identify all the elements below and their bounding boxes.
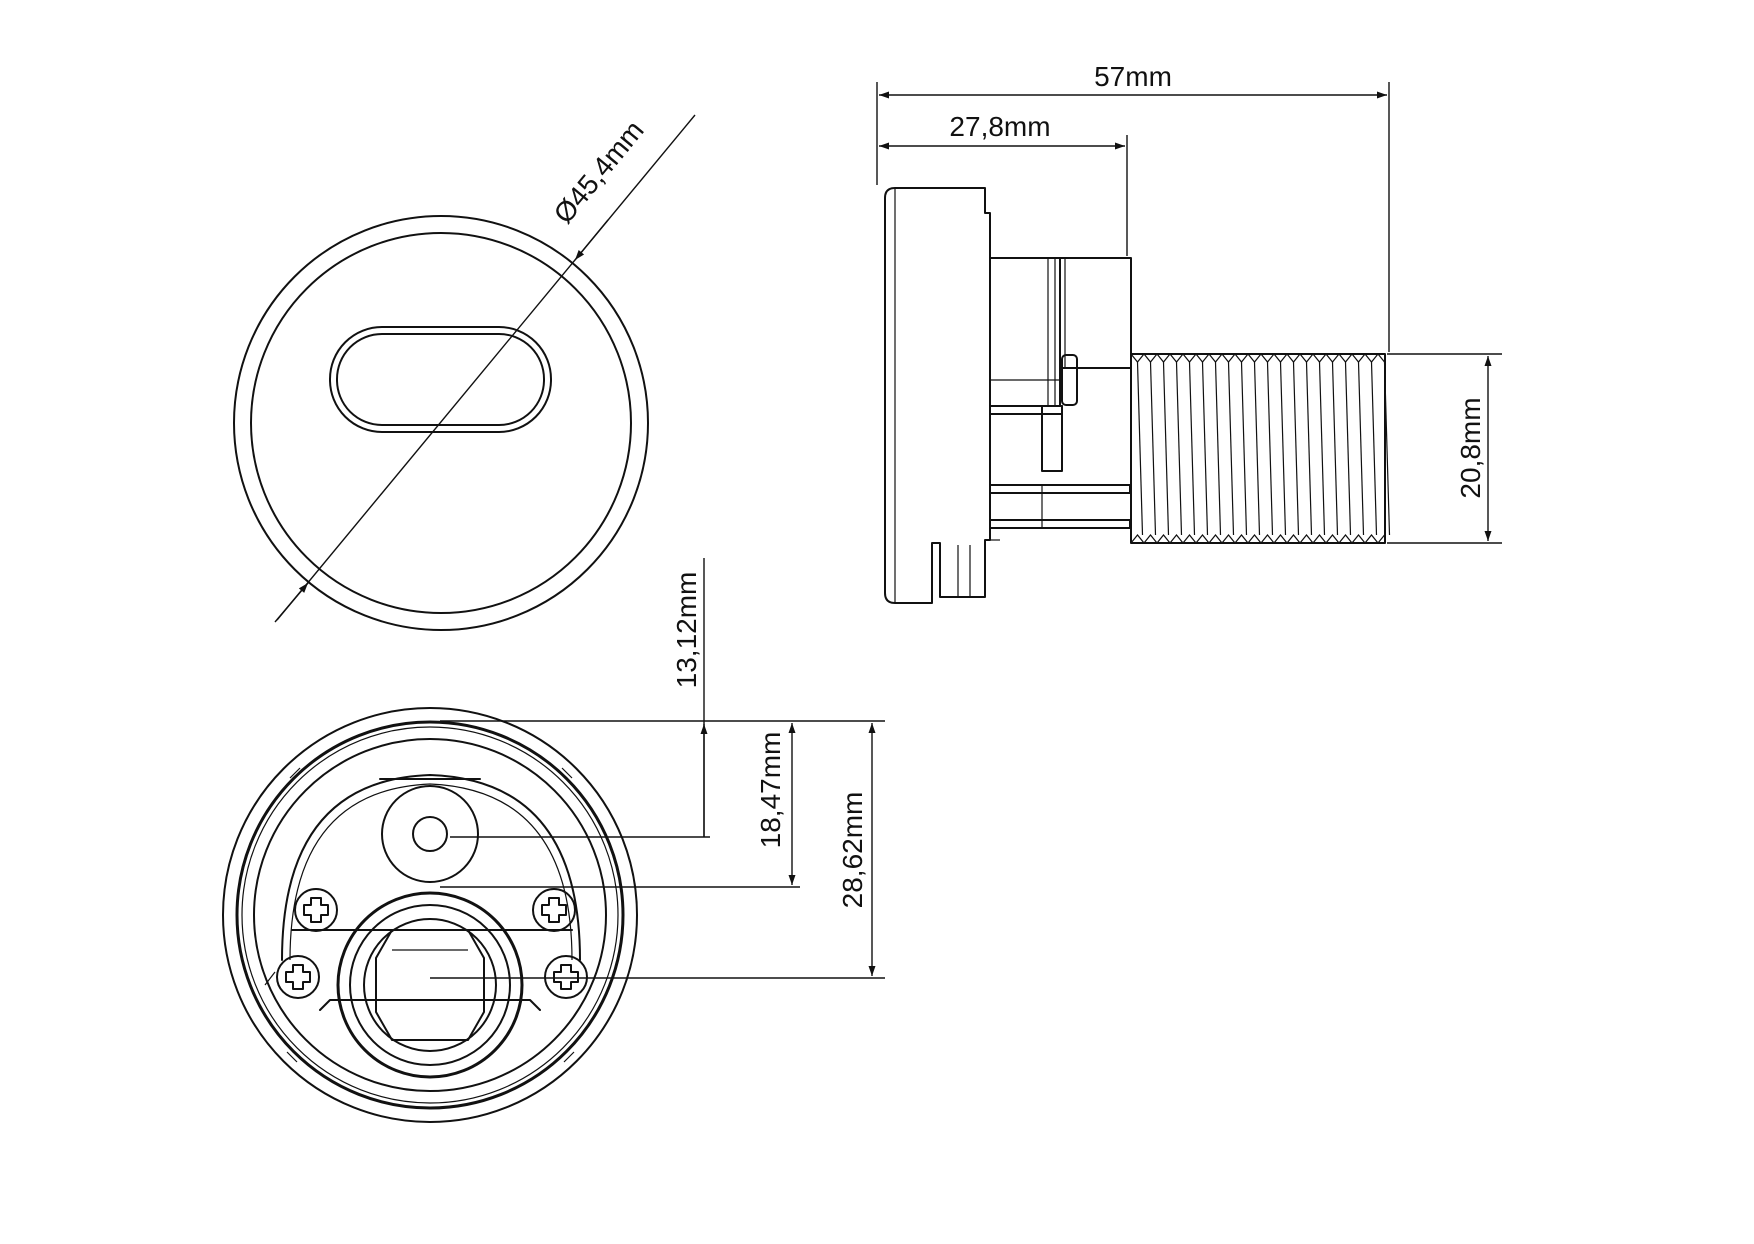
screw-top-left (294, 888, 338, 932)
core-ring (349, 904, 511, 1066)
inner-plate-arc (281, 774, 581, 961)
back-rim-1 (235, 720, 625, 1110)
cam-tab (1061, 354, 1078, 406)
screw-bottom-right (544, 955, 588, 999)
core-cam-profile (375, 929, 485, 1041)
back-inner-circle (253, 738, 607, 1092)
total-length-label: 57mm (1094, 61, 1172, 92)
thread-pattern (1130, 353, 1391, 544)
rosette-inner-circle (250, 232, 632, 614)
back-rim-2 (241, 726, 619, 1104)
pin-hole (412, 816, 448, 852)
rod-top (989, 405, 1063, 415)
cylinder-head (1059, 257, 1132, 369)
key-slot-outer (329, 326, 552, 433)
offset-bottom-label: 28,62mm (837, 792, 868, 909)
rim-notches (286, 767, 575, 1063)
screw-bottom-left (276, 955, 320, 999)
diameter-arrow-top (574, 219, 609, 261)
cylinder-housing (989, 257, 1061, 407)
rosette-depth-label: 27,8mm (949, 111, 1050, 142)
rod-middle (989, 484, 1131, 494)
accent-mark (264, 971, 276, 986)
threaded-sleeve (1130, 353, 1386, 544)
rosette-outer-circle (233, 215, 649, 631)
core-inner (363, 918, 497, 1052)
offset-mid-label: 18,47mm (755, 732, 786, 849)
back-view: 13,12mm 18,47mm 28,62mm (222, 558, 885, 1123)
inner-plate-arc-2 (289, 783, 573, 961)
back-outer-circle (222, 707, 638, 1123)
thread-diameter-label: 20,8mm (1455, 397, 1486, 498)
rod-connector (1041, 405, 1063, 472)
diameter-label: Ø45,4mm (548, 115, 650, 229)
key-slot-inner (336, 333, 545, 426)
core-outer (336, 891, 524, 1079)
side-view: 57mm 27,8mm 20,8mm (876, 61, 1502, 604)
pin-outer (381, 785, 479, 883)
lower-plate (319, 999, 541, 1011)
diameter-dimension-line (276, 114, 696, 621)
offset-top-label: 13,12mm (671, 572, 702, 689)
rosette-side-body (884, 187, 991, 604)
rod-bottom (989, 519, 1131, 529)
screw-top-right (532, 888, 576, 932)
front-view: Ø45,4mm (233, 114, 696, 631)
diameter-arrow-bottom (274, 582, 309, 623)
